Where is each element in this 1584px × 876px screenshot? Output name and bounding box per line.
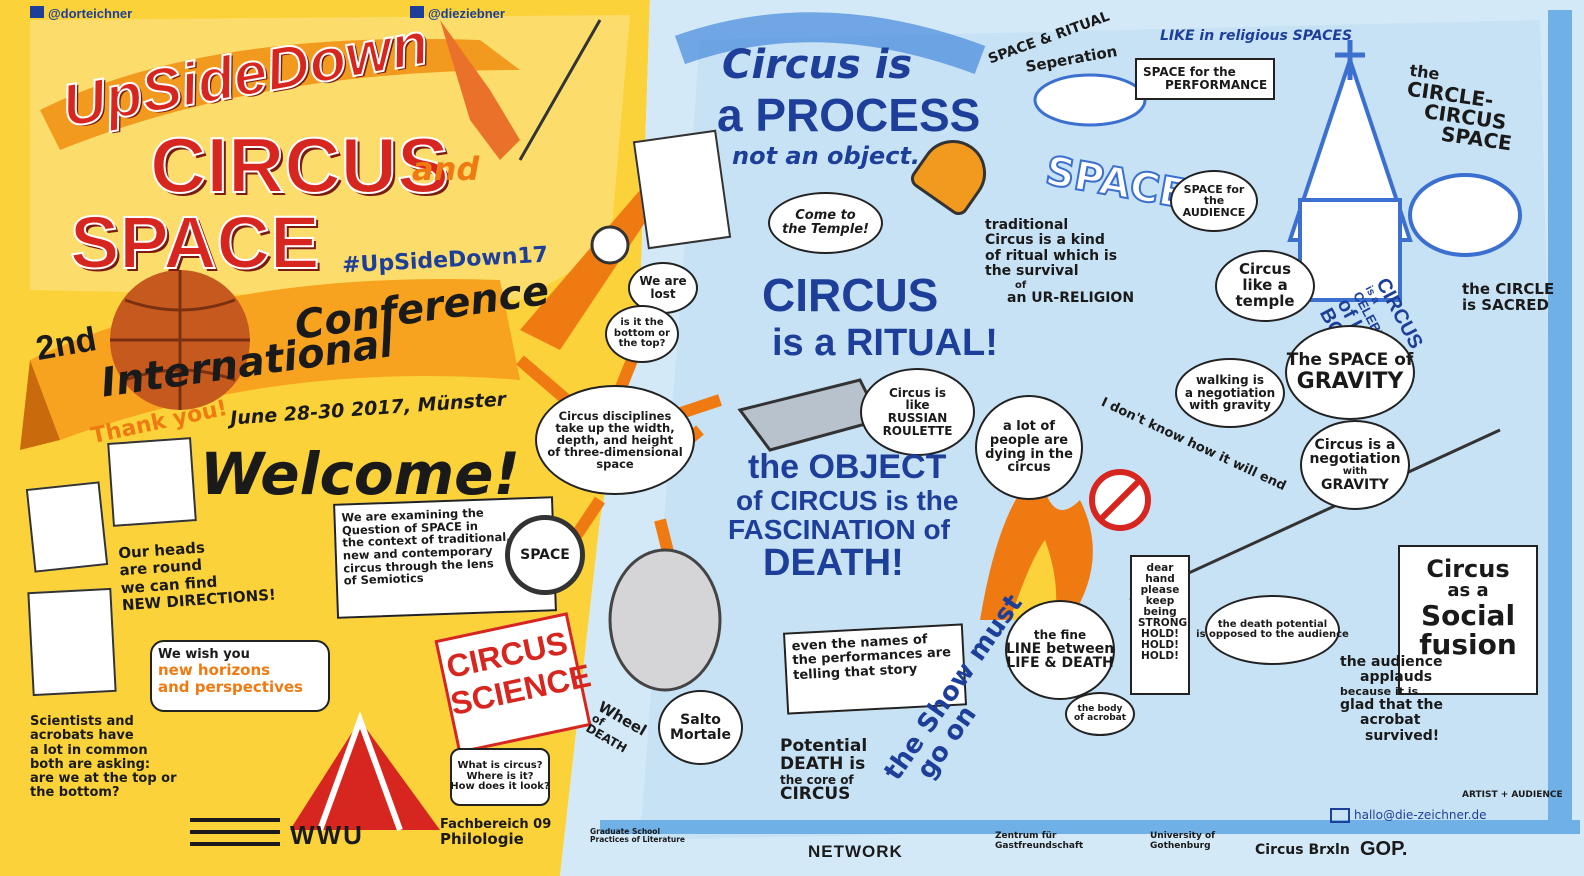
social-fusion-note: Circus as a Social fusion: [1398, 545, 1538, 695]
ritual-heading: CIRCUS is a RITUAL!: [762, 269, 998, 364]
process-heading: Circus is a PROCESS not an object...: [717, 42, 981, 170]
gop-logo: GOP.: [1360, 838, 1408, 860]
performance-space-note: SPACE for the PERFORMANCE: [1135, 58, 1275, 100]
graduate-school-logo: Graduate School Practices of Literature: [590, 827, 685, 845]
twitter-handle-right: @dieziebner: [410, 6, 505, 21]
object-of-circus-heading: the OBJECT of CIRCUS is the FASCINATION …: [728, 448, 959, 585]
scientists-note: Scientists and acrobats have a lot in co…: [30, 714, 177, 801]
dear-hand-note: dear hand please keep being STRONG HOLD!…: [1130, 555, 1190, 695]
fachbereich-logo: Fachbereich 09 Philologie: [440, 817, 552, 848]
twitter-handle-left: @dorteichner: [30, 6, 132, 21]
portrait-3: [27, 587, 117, 697]
wwu-logo: WWU: [290, 820, 364, 850]
circle-sacred-label: the CIRCLE is SACRED: [1462, 280, 1555, 314]
email-contact[interactable]: hallo@die-zeichner.de: [1330, 808, 1487, 823]
circus-brxln-logo: Circus Brxln: [1255, 842, 1350, 858]
twitter-icon: [30, 6, 44, 18]
portrait-1: [25, 481, 109, 573]
what-is-circus-bubble: What is circus?Where is it?How does it l…: [450, 748, 550, 806]
title-space: SPACE: [69, 200, 320, 285]
heads-note: Our heads are round we can find NEW DIRE…: [117, 538, 277, 615]
circle-circus-space-label: the CIRCLE- CIRCUS SPACE: [1405, 60, 1514, 156]
title-and: and: [412, 150, 480, 188]
title-circus: CIRCUS: [149, 120, 450, 210]
portrait-2: [107, 437, 197, 527]
disciplines-bubble: Circus disciplines take up the width, de…: [535, 385, 695, 495]
traditional-circus-note: traditional Circus is a kind of ritual w…: [985, 217, 1135, 306]
artist-audience-label: ARTIST + AUDIENCE: [1462, 790, 1563, 800]
potential-death-note: Potential DEATH is the core of CIRCUS: [780, 736, 868, 805]
welcome-heading: Welcome!: [200, 440, 520, 508]
university-logo: University of Gothenburg: [1150, 831, 1216, 851]
magnifier-icon: SPACE: [505, 515, 585, 595]
religious-spaces-label: LIKE in religious SPACES: [1160, 28, 1353, 44]
network-logo: NETWORK: [808, 842, 903, 861]
applauds-note: the audience applauds because it is glad…: [1340, 654, 1443, 744]
twitter-icon: [410, 6, 424, 18]
zentrum-logo: Zentrum für Gastfreundschaft: [995, 831, 1084, 851]
horizons-note: We wish you new horizons and perspective…: [150, 640, 330, 712]
portrait-speaker: [632, 129, 732, 250]
mail-icon: [1330, 808, 1350, 823]
